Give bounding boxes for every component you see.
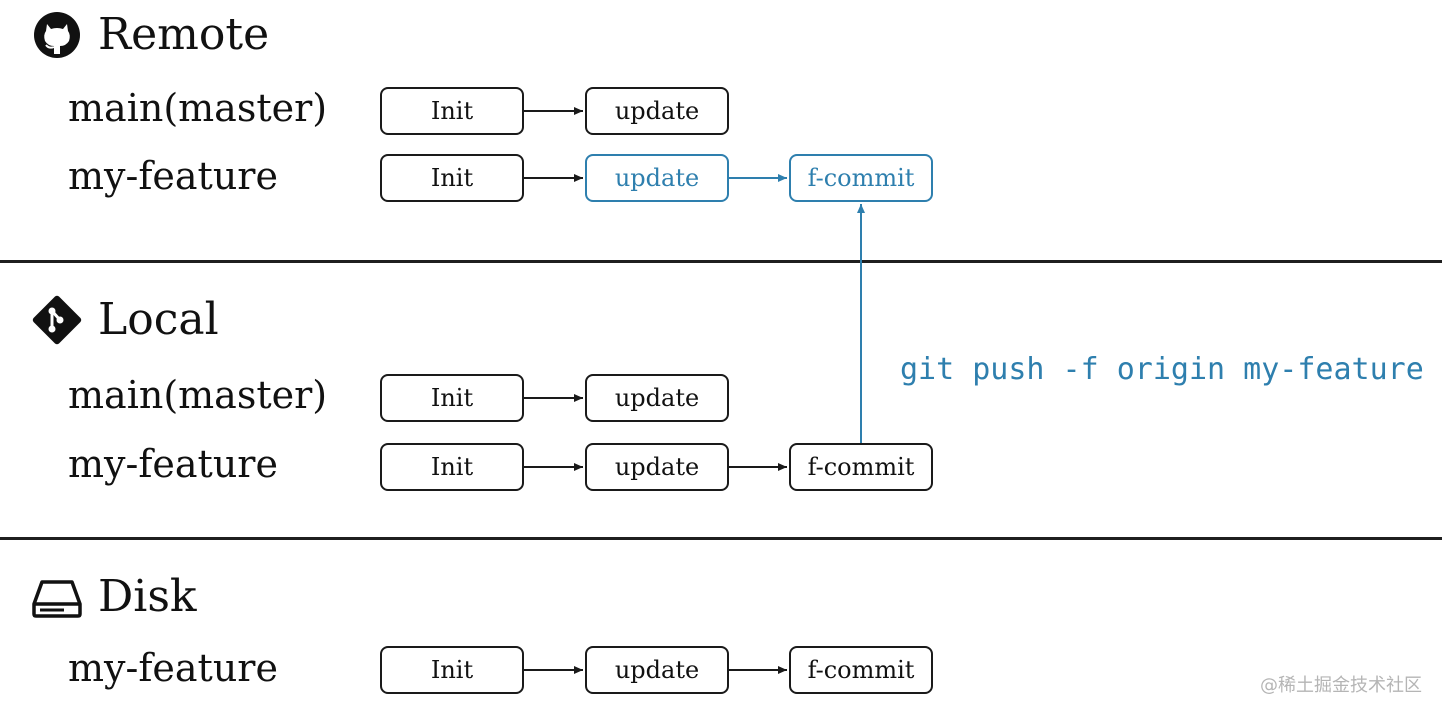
section-title-remote: Remote xyxy=(30,8,269,62)
commit-local-feature-init: Init xyxy=(380,443,524,491)
commit-disk-feature-f-commit: f-commit xyxy=(789,646,933,694)
commit-local-main-update: update xyxy=(585,374,729,422)
commit-remote-main-init: Init xyxy=(380,87,524,135)
commit-local-feature-update: update xyxy=(585,443,729,491)
branch-label-remote-main: main(master) xyxy=(68,86,328,130)
commit-local-main-init: Init xyxy=(380,374,524,422)
disk-drive-icon xyxy=(30,570,84,624)
github-icon xyxy=(30,8,84,62)
commit-disk-feature-update: update xyxy=(585,646,729,694)
branch-label-remote-feature: my-feature xyxy=(68,154,278,198)
commit-remote-feature-update: update xyxy=(585,154,729,202)
commit-local-feature-f-commit: f-commit xyxy=(789,443,933,491)
commit-remote-feature-f-commit: f-commit xyxy=(789,154,933,202)
commit-remote-main-update: update xyxy=(585,87,729,135)
section-title-label: Disk xyxy=(98,571,197,622)
section-title-label: Local xyxy=(98,294,219,345)
branch-label-local-main: main(master) xyxy=(68,373,328,417)
watermark: @稀土掘金技术社区 xyxy=(1260,675,1422,696)
branch-label-disk-feature: my-feature xyxy=(68,646,278,690)
section-title-disk: Disk xyxy=(30,570,197,624)
divider-local-disk xyxy=(0,537,1442,540)
section-title-local: Local xyxy=(30,293,219,347)
commit-remote-feature-init: Init xyxy=(380,154,524,202)
commit-disk-feature-init: Init xyxy=(380,646,524,694)
git-icon xyxy=(30,293,84,347)
git-push-command: git push -f origin my-feature xyxy=(900,352,1424,387)
section-title-label: Remote xyxy=(98,9,270,60)
branch-label-local-feature: my-feature xyxy=(68,442,278,486)
divider-remote-local xyxy=(0,260,1442,263)
